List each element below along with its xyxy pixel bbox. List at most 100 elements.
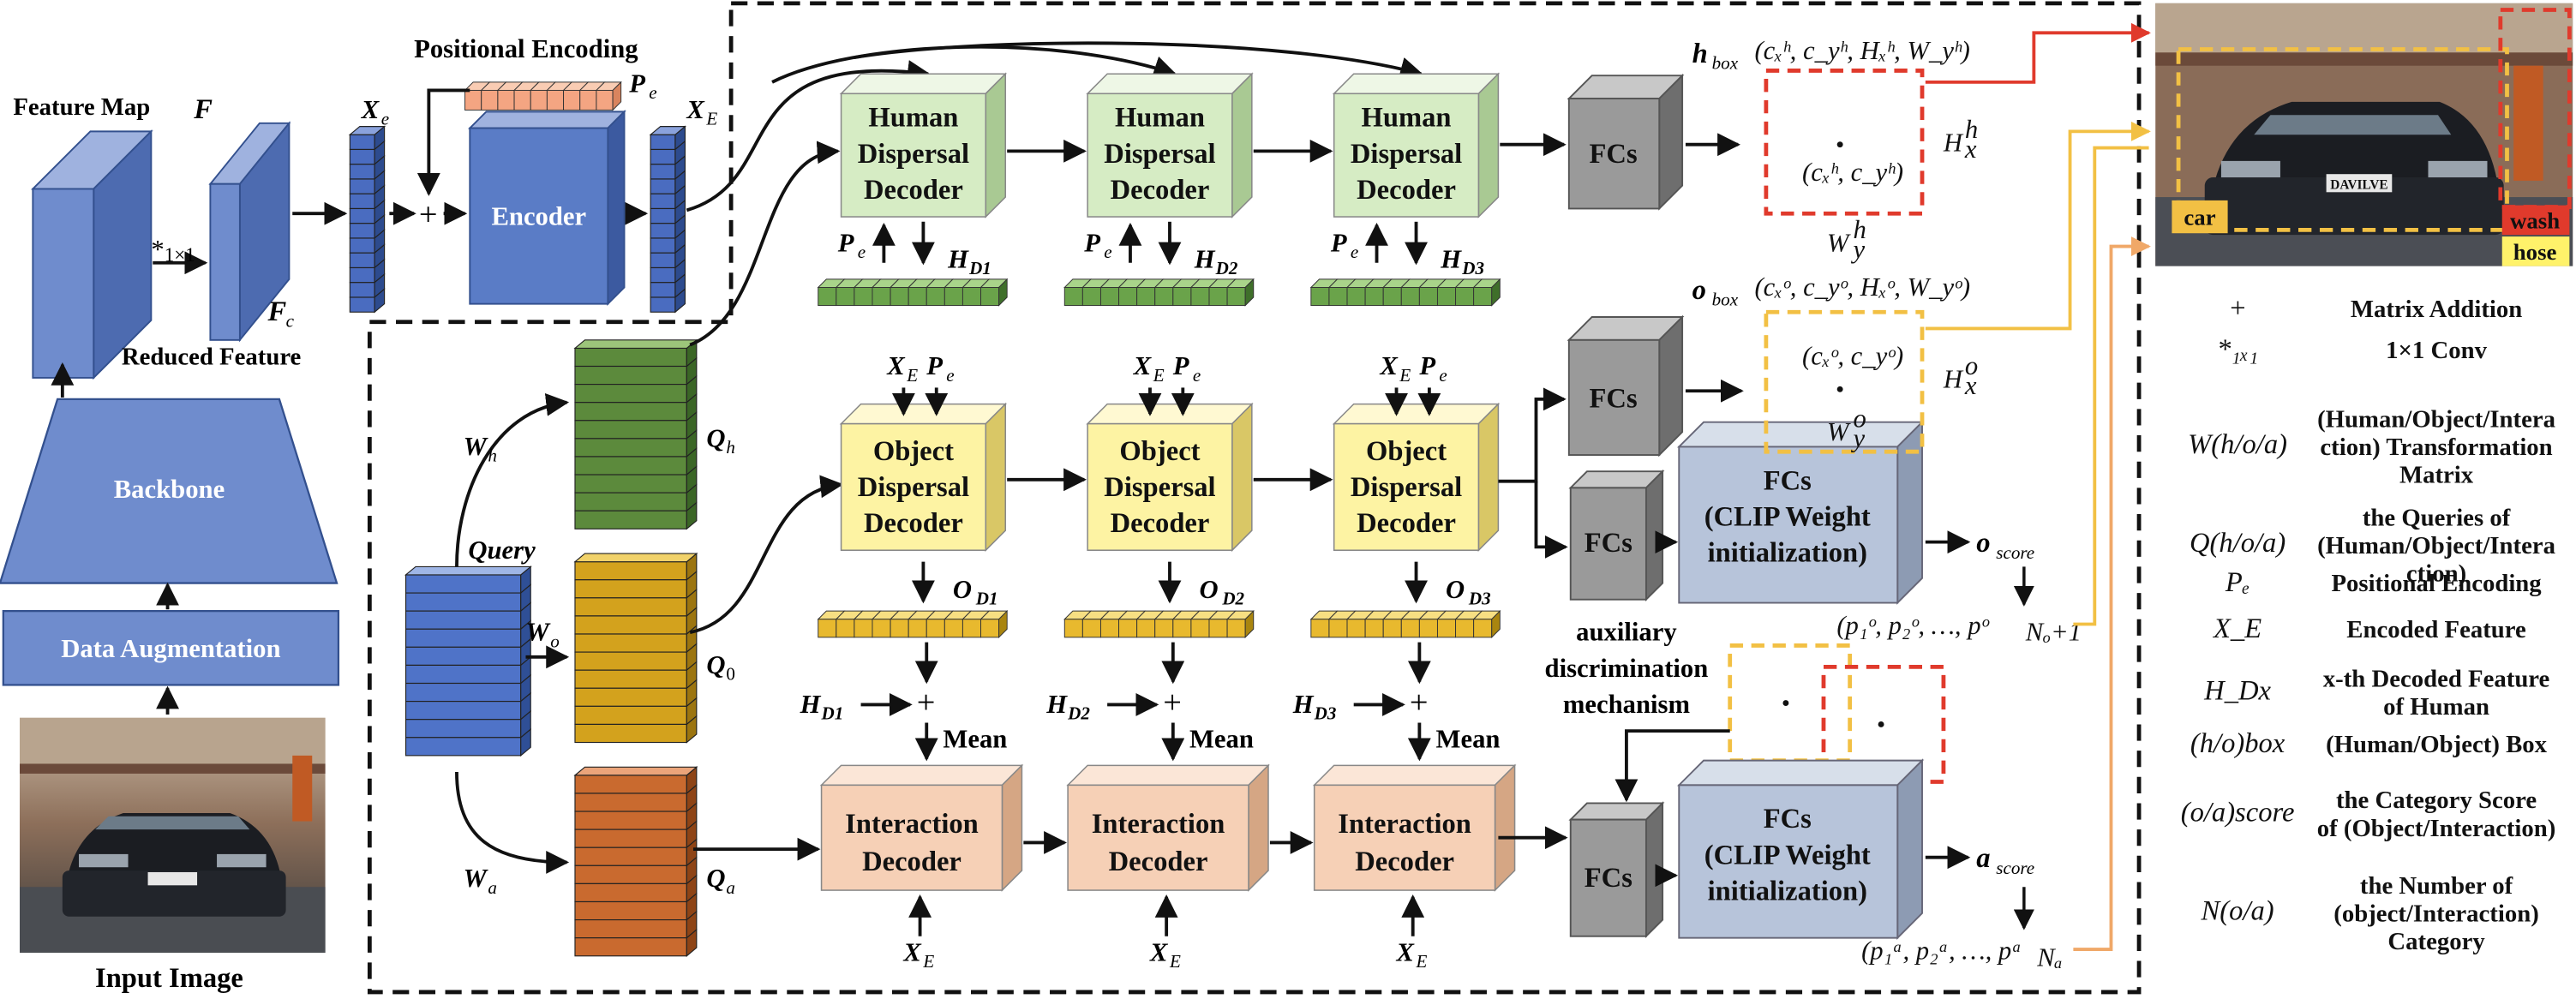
qh-tokens: [573, 338, 698, 530]
legend-desc-2-2: Matrix: [2399, 462, 2474, 489]
hd3-pe-symbol: P: [1330, 228, 1347, 257]
legend-sym-7: (h/o)box: [2190, 728, 2285, 759]
clip-fcs-object-l1: FCs: [1764, 465, 1812, 496]
aux-to-fcs-arrow: [1614, 729, 1730, 803]
od1-xe-sub: E: [906, 365, 918, 386]
id1-l1: Interaction: [845, 809, 979, 840]
wo-symbol: W: [525, 618, 551, 647]
hx-o-sub: x: [1964, 371, 1977, 400]
hd1-pe-sub: e: [858, 242, 866, 262]
object-score-link: [2073, 146, 2149, 626]
od3-tokens: [1309, 610, 1501, 638]
legend-desc-8-0: the Category Score: [2336, 787, 2537, 814]
hd3-l1: Human: [1362, 103, 1452, 134]
data-augmentation-label: Data Augmentation: [61, 634, 280, 663]
hd1-out-symbol: H: [947, 244, 969, 273]
object-decoder-3: [1332, 402, 1501, 553]
wy-o: W: [1827, 417, 1851, 446]
hose-tag-text: hose: [2513, 239, 2557, 265]
hd2-out-sub: D2: [1215, 258, 1238, 278]
qo-tokens: [573, 552, 698, 744]
wa-sub: a: [488, 877, 497, 898]
wy-o-sup: o: [1853, 404, 1866, 433]
hd3-out-symbol: H: [1440, 244, 1462, 273]
reduced-feature-block: [208, 121, 291, 343]
fcs-object-block: [1567, 314, 1685, 458]
od1-l3: Decoder: [864, 508, 963, 539]
plate-text: DAVILVE: [2330, 177, 2387, 192]
input-image-photo: [20, 717, 326, 953]
qh-stack: [573, 338, 698, 530]
human-box-dashed: [1764, 69, 1925, 216]
od3-pe-symbol: P: [1418, 351, 1435, 380]
od1-xe-symbol: X: [886, 351, 906, 380]
qh-to-hd1-arrow: [689, 141, 841, 347]
od3-xe-sub: E: [1399, 365, 1411, 386]
o-box-params: (cₓᵒ, c_yᵒ, Hₓᵒ, W_yᵒ): [1754, 272, 1970, 302]
backbone-block: [0, 398, 338, 584]
qa-symbol: Q: [706, 864, 725, 893]
hd3-l3: Decoder: [1357, 175, 1456, 206]
legend-desc-2-0: (Human/Object/Intera: [2317, 405, 2555, 433]
o-box-sub: box: [1712, 290, 1739, 310]
od3-l2: Dispersal: [1351, 472, 1462, 503]
id2-l1: Interaction: [1092, 809, 1225, 840]
aux-l3: mechanism: [1563, 690, 1691, 719]
od2-mean: Mean: [1189, 724, 1254, 753]
xE-tokens: [649, 125, 687, 314]
hd2-l2: Dispersal: [1104, 139, 1215, 170]
od1-h-sub: D1: [821, 703, 844, 724]
od1-l2: Dispersal: [858, 472, 969, 503]
h-center: (cₓʰ, c_yʰ): [1802, 158, 1903, 187]
od1-out-sub: D1: [975, 588, 998, 608]
fcs-object-label: FCs: [1590, 383, 1638, 414]
aux-l2: discrimination: [1545, 654, 1709, 683]
od2-out-symbol: O: [1199, 575, 1218, 604]
od3-to-fcs-box-arrow: [1498, 387, 1567, 483]
feature-map-block: [31, 129, 153, 380]
encoded-feature-stack: [649, 125, 687, 314]
aux-human-box: [1821, 664, 1946, 784]
input-image-label: Input Image: [95, 963, 243, 994]
legend-sym-1: *₁ₓ₁: [2217, 334, 2258, 365]
fcs-interaction-label: FCs: [1585, 863, 1632, 894]
hx-o: H: [1943, 364, 1964, 393]
od3-l1: Object: [1366, 436, 1447, 467]
od2-xe-symbol: X: [1133, 351, 1153, 380]
wash-tag: [2501, 205, 2570, 236]
hose-tag: [2501, 236, 2570, 266]
id1-xe-sub: E: [922, 951, 934, 972]
interaction-decoder-2: [1066, 763, 1270, 892]
wy-h-sub: y: [1850, 235, 1865, 264]
pe-sub: e: [649, 82, 656, 103]
hd2-out-symbol: H: [1194, 244, 1216, 273]
hd1-l2: Dispersal: [858, 139, 969, 170]
fcs-human-block: [1567, 73, 1685, 211]
a-probs: (p₁ᵃ, p₂ᵃ, …, pᵃ: [1861, 936, 2022, 966]
od2-out-sub: D2: [1221, 588, 1244, 608]
qh-sub: h: [726, 437, 735, 458]
human-box-link: [1925, 22, 2151, 84]
hd2-l3: Decoder: [1111, 175, 1210, 206]
od1-tokens: [817, 610, 1009, 638]
od2-xe-sub: E: [1153, 365, 1165, 386]
hx-h-sub: x: [1964, 135, 1977, 164]
o-probs-sub: Nₒ+1: [2025, 618, 2082, 647]
legend-desc-3-1: (Human/Object/Intera: [2317, 532, 2555, 559]
human-decoder-2: [1086, 72, 1254, 218]
h-box-symbol: h: [1692, 39, 1708, 69]
fcs-object-score-block: [1568, 469, 1665, 602]
h-box-params: (cₓʰ, c_yʰ, Hₓʰ, W_yʰ): [1754, 36, 1969, 65]
positional-encoding-bar: [464, 81, 622, 111]
legend-sym-3: Q(h/o/a): [2190, 528, 2285, 559]
od2-h-sub: D2: [1067, 703, 1090, 724]
conv-sub: 1×1: [165, 244, 195, 266]
od3-pe-sub: e: [1439, 365, 1447, 386]
query-to-qh-arrow: [455, 393, 570, 567]
legend-desc-9-0: the Number of: [2360, 872, 2513, 900]
id1-xe-symbol: X: [902, 938, 922, 967]
legend-desc-3-0: the Queries of: [2363, 504, 2511, 531]
legend-desc-9-2: Category: [2387, 928, 2485, 955]
